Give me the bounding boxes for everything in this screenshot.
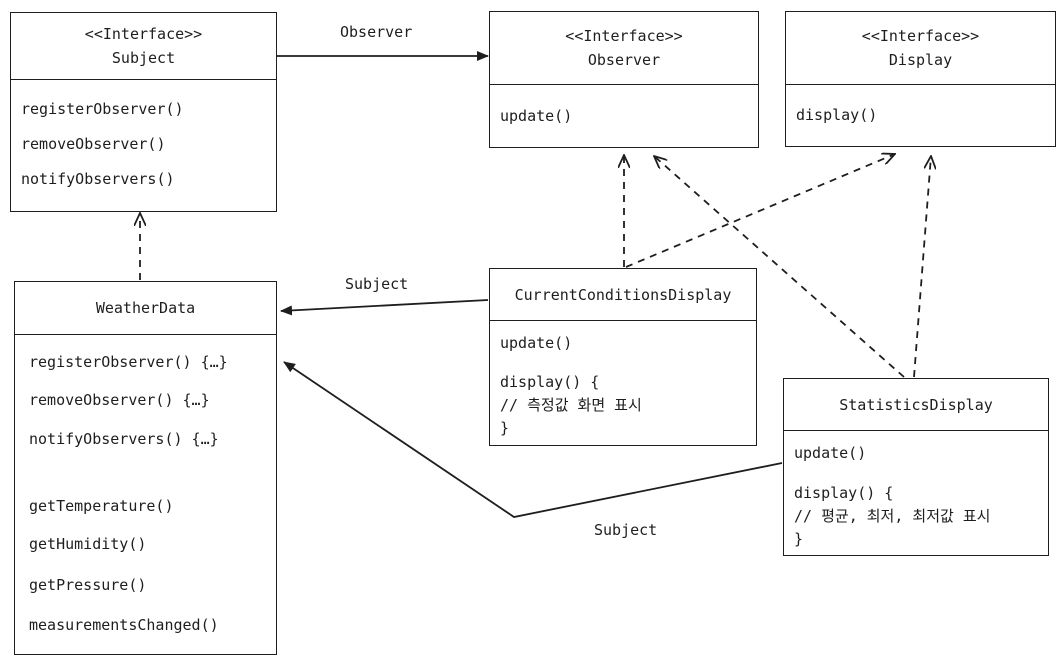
current-conditions-title: CurrentConditionsDisplay: [514, 286, 732, 304]
statistics-display-box: StatisticsDisplay update() display() { /…: [783, 378, 1049, 556]
weatherdata-method: removeObserver() {…}: [29, 391, 210, 409]
subject-title: Subject: [111, 49, 176, 67]
current-conditions-comment: // 측정값 화면 표시: [500, 396, 642, 414]
display-interface-box: <<Interface>> Display display(): [785, 11, 1056, 147]
realization-statistics-observer: [654, 156, 905, 378]
weatherdata-method: notifyObservers() {…}: [29, 430, 219, 448]
realization-current-display: [625, 154, 895, 268]
current-conditions-method: update(): [500, 334, 573, 352]
subject-method: notifyObservers(): [21, 170, 175, 188]
subject-divider: [11, 79, 276, 80]
current-conditions-method: display() {: [500, 373, 600, 391]
realization-statistics-display: [913, 156, 931, 378]
weatherdata-divider: [15, 334, 276, 335]
display-stereotype: <<Interface>>: [861, 27, 980, 45]
statistics-method: update(): [794, 444, 867, 462]
weatherdata-method: registerObserver() {…}: [29, 353, 228, 371]
association-current-weatherdata: [280, 299, 489, 316]
subject-method: registerObserver(): [21, 100, 184, 118]
subject-interface-box: <<Interface>> Subject registerObserver()…: [10, 12, 277, 212]
current-conditions-brace: }: [500, 419, 510, 437]
current-conditions-display-box: CurrentConditionsDisplay update() displa…: [489, 268, 757, 446]
observer-divider: [490, 84, 758, 85]
subject-method: removeObserver(): [21, 135, 166, 153]
weatherdata-class-box: WeatherData registerObserver() {…} remov…: [14, 281, 277, 655]
weatherdata-method: measurementsChanged(): [29, 616, 219, 634]
display-method: display(): [796, 106, 878, 124]
weatherdata-method: getTemperature(): [29, 497, 174, 515]
statistics-comment: // 평균, 최저, 최저값 표시: [794, 507, 991, 525]
observer-title: Observer: [587, 51, 661, 69]
statistics-brace: }: [794, 530, 804, 548]
weatherdata-method: getHumidity(): [29, 535, 147, 553]
statistics-divider: [784, 430, 1048, 431]
weatherdata-method: getPressure(): [29, 576, 147, 594]
display-divider: [786, 84, 1055, 85]
statistics-method: display() {: [794, 484, 894, 502]
subject-stereotype: <<Interface>>: [84, 25, 203, 43]
statistics-title: StatisticsDisplay: [839, 396, 993, 414]
observer-stereotype: <<Interface>>: [565, 27, 683, 45]
edge-label-observer: Observer: [340, 23, 413, 41]
observer-method: update(): [500, 107, 573, 125]
display-title: Display: [888, 51, 953, 69]
association-statistics-weatherdata: [283, 361, 783, 518]
observer-interface-box: <<Interface>> Observer update(): [489, 11, 759, 148]
current-conditions-divider: [490, 320, 756, 321]
edge-label-subject-statistics: Subject: [594, 521, 658, 539]
edge-label-subject-current: Subject: [345, 275, 409, 293]
weatherdata-title: WeatherData: [95, 299, 196, 317]
